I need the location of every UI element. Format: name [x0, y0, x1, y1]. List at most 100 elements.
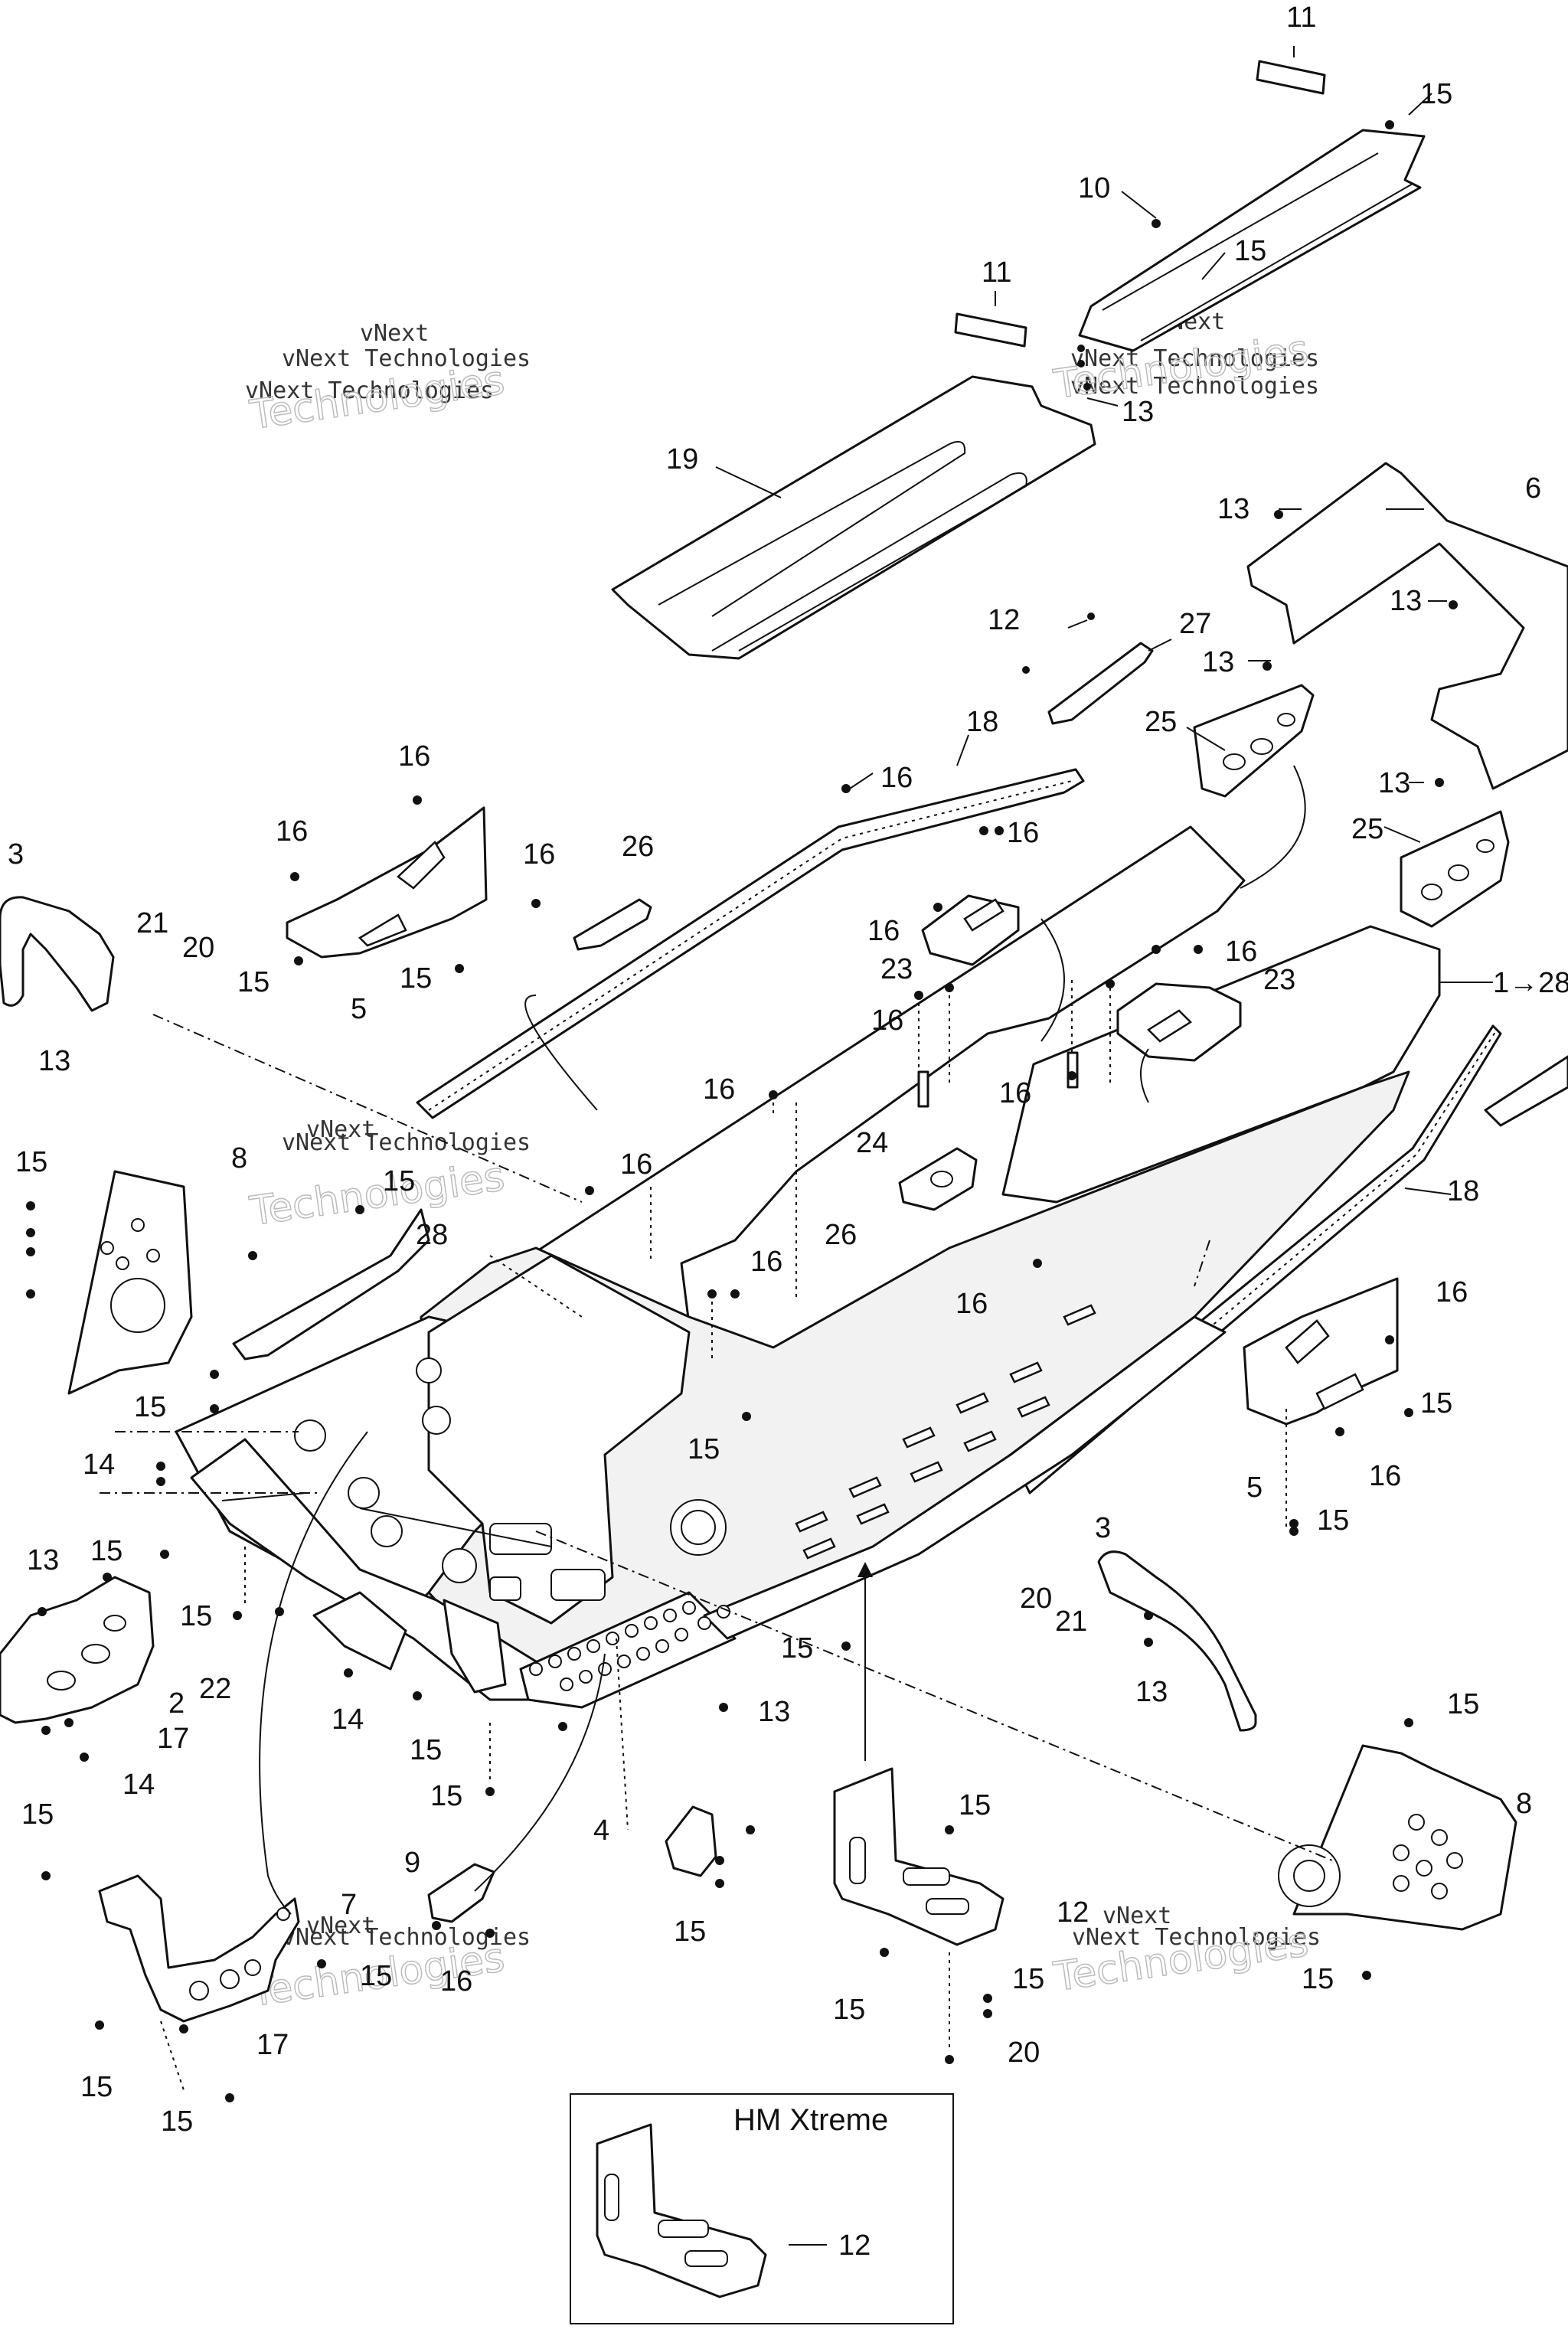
callout-16: 16	[1225, 936, 1257, 968]
callout-15: 15	[1234, 235, 1266, 267]
callout-18: 18	[1447, 1175, 1479, 1207]
callout-16: 16	[440, 1965, 472, 1998]
part-27-bracket	[1047, 642, 1154, 725]
callout-27: 27	[1179, 608, 1211, 640]
callout-8: 8	[1516, 1788, 1532, 1820]
svg-text:vNext: vNext	[306, 1913, 375, 1939]
svg-text:vNext Technologies: vNext Technologies	[1070, 345, 1319, 372]
callout-16: 16	[276, 815, 308, 848]
callout-25: 25	[1145, 706, 1177, 738]
part-26-mid-bracket	[898, 1147, 978, 1211]
callout-13: 13	[758, 1696, 790, 1728]
callout-13: 13	[27, 1544, 59, 1576]
callout-15: 15	[1447, 1688, 1479, 1720]
callout-20: 20	[1020, 1583, 1052, 1615]
watermark-1: vNext vNext Technologies vNext Technolog…	[245, 320, 531, 439]
callout-12: 12	[988, 604, 1020, 636]
part-3-right-handle	[1097, 1550, 1257, 1732]
callout-16: 16	[1436, 1276, 1468, 1308]
inset-title: HM Xtreme	[733, 2103, 888, 2137]
part-11-mid-strip	[954, 312, 1027, 348]
svg-text:vNext Technologies: vNext Technologies	[282, 1129, 531, 1156]
callout-25: 25	[1351, 813, 1383, 845]
callout-8: 8	[231, 1142, 247, 1174]
callout-15: 15	[15, 1146, 47, 1178]
callout-17: 17	[157, 1723, 189, 1755]
callout-15: 15	[161, 2105, 193, 2138]
callout-14: 14	[122, 1769, 155, 1801]
callout-23: 23	[880, 953, 913, 985]
part-partial-right-rail	[1484, 1055, 1568, 1127]
callout-15: 15	[134, 1391, 166, 1423]
part-8-right-plate	[1278, 1744, 1517, 1931]
callout-15: 15	[410, 1734, 442, 1766]
callout-15: 15	[360, 1960, 392, 1992]
part-5-right-bracket	[1243, 1277, 1399, 1426]
callout-17: 17	[256, 2029, 289, 2061]
svg-text:Technologies: Technologies	[247, 1154, 507, 1235]
part-28-plate	[232, 1208, 430, 1361]
callout-9: 9	[404, 1847, 420, 1879]
part-5-left-bracket	[286, 806, 488, 959]
part-23-left-clip	[921, 894, 1020, 966]
callout-13: 13	[1378, 767, 1410, 799]
callout-15: 15	[400, 962, 432, 995]
part-7-lower-bracket	[98, 1874, 300, 2023]
callout-12: 12	[1057, 1896, 1089, 1929]
part-23-right-clip	[1116, 982, 1242, 1062]
callout-13: 13	[1390, 585, 1422, 617]
callout-15: 15	[1420, 78, 1452, 110]
callout-15: 15	[430, 1780, 462, 1812]
part-2-front-left-bracket	[0, 1576, 155, 1724]
callout-13: 13	[1135, 1676, 1168, 1708]
part-8-left-plate	[67, 1170, 193, 1395]
callout-3: 3	[8, 838, 24, 871]
callout-14: 14	[83, 1449, 115, 1481]
watermark-6: vNext vNext Technologies Technologies	[1050, 1903, 1321, 2001]
callout-11: 11	[982, 256, 1011, 289]
callout-24: 24	[856, 1127, 888, 1159]
callout-16: 16	[523, 838, 555, 871]
callout-15: 15	[1302, 1963, 1334, 1995]
callout-16: 16	[956, 1288, 988, 1320]
leader-lines	[100, 46, 1493, 2091]
callout-13: 13	[1217, 493, 1250, 525]
callout-21: 21	[1055, 1606, 1087, 1638]
callout-labels: 11 15 10 15 11 13 19 6 13 13 12 27 13 25…	[8, 2, 1568, 2138]
callout-5: 5	[1246, 1472, 1263, 1504]
part-19-tunnel-cover	[611, 375, 1096, 660]
callout-15: 15	[90, 1535, 122, 1567]
part-25-upper-bracket	[1193, 684, 1315, 798]
callout-16: 16	[880, 762, 913, 794]
callout-6: 6	[1525, 472, 1541, 505]
svg-text:vNext: vNext	[306, 1116, 375, 1143]
svg-text:vNext: vNext	[1102, 1903, 1171, 1929]
callout-15: 15	[180, 1600, 212, 1632]
callout-15: 15	[688, 1433, 720, 1465]
callout-15: 15	[383, 1165, 415, 1197]
callout-5: 5	[351, 993, 367, 1025]
part-18-left-rail	[416, 768, 1085, 1119]
svg-text:vNext Technologies: vNext Technologies	[245, 377, 494, 404]
callout-16: 16	[871, 1004, 903, 1037]
callout-23: 23	[1263, 964, 1295, 996]
callout-26: 26	[622, 831, 654, 863]
callout-16: 16	[1369, 1460, 1401, 1492]
callout-15: 15	[237, 966, 270, 998]
callout-7: 7	[341, 1889, 357, 1921]
callout-15: 15	[959, 1789, 991, 1821]
svg-text:vNext Technologies: vNext Technologies	[1072, 1924, 1321, 1951]
callout-16: 16	[620, 1148, 652, 1181]
part-4-small-plate	[665, 1805, 717, 1877]
inset-callout-12: 12	[838, 2230, 871, 2262]
callout-4: 4	[593, 1815, 609, 1847]
part-14-lower-plate	[312, 1591, 507, 1694]
callout-1-to-28: 1→28	[1493, 967, 1568, 999]
svg-text:vNext: vNext	[360, 320, 429, 347]
callout-19: 19	[666, 443, 698, 475]
callout-16: 16	[867, 915, 900, 947]
callout-28: 28	[416, 1219, 448, 1251]
callout-21: 21	[136, 907, 168, 939]
callout-15: 15	[21, 1798, 54, 1831]
callout-26: 26	[825, 1219, 857, 1251]
